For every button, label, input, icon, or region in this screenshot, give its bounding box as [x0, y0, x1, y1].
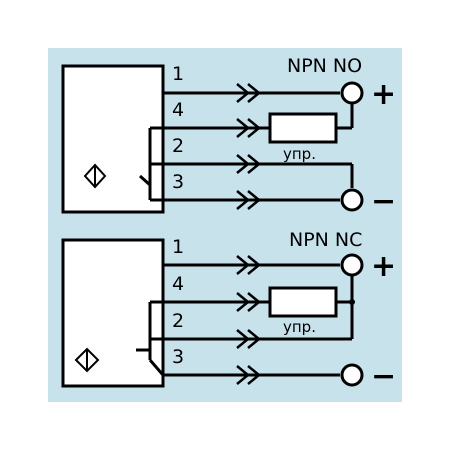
terminal-plus-top — [340, 81, 364, 105]
npn-no-labels: 1 4 2 3 NPN NO упр. + − — [172, 55, 396, 219]
circuit-title-bottom: NPN NC — [289, 229, 362, 251]
pin-label: 3 — [172, 171, 184, 193]
switch-contact-icon — [136, 302, 165, 376]
pin-label: 4 — [172, 273, 184, 295]
switch-contact-icon — [138, 128, 163, 202]
npn-nc-labels: 1 4 2 3 NPN NC упр. + − — [172, 229, 396, 394]
pin-label: 2 — [172, 135, 184, 157]
sensor-symbol-icon — [74, 347, 100, 373]
terminal-plus-bottom — [340, 253, 364, 277]
connector-arrow-icon — [236, 255, 261, 385]
load-label-bottom: упр. — [283, 318, 316, 336]
npn-no-circuit — [61, 64, 364, 214]
pin-label: 2 — [172, 310, 184, 332]
terminal-minus-bottom — [340, 363, 364, 387]
load-label-top: упр. — [283, 145, 316, 163]
pin-label: 1 — [172, 236, 184, 258]
circuit-title-top: NPN NO — [287, 55, 362, 77]
plus-sign-top: + — [371, 77, 396, 112]
pin-label: 1 — [172, 63, 184, 85]
plus-sign-bottom: + — [371, 249, 396, 284]
sensor-body-bottom — [61, 238, 165, 388]
minus-sign-top: − — [371, 184, 396, 219]
terminal-minus-top — [340, 188, 364, 212]
junction-dot — [349, 299, 355, 305]
sensor-symbol-icon — [83, 163, 107, 189]
npn-nc-circuit — [61, 238, 364, 388]
pin-label: 4 — [172, 99, 184, 121]
minus-sign-bottom: − — [371, 359, 396, 394]
connector-arrow-icon — [236, 83, 261, 210]
resistor-icon — [268, 112, 338, 144]
resistor-icon — [268, 286, 338, 318]
sensor-body-top — [61, 64, 165, 214]
pin-label: 3 — [172, 346, 184, 368]
